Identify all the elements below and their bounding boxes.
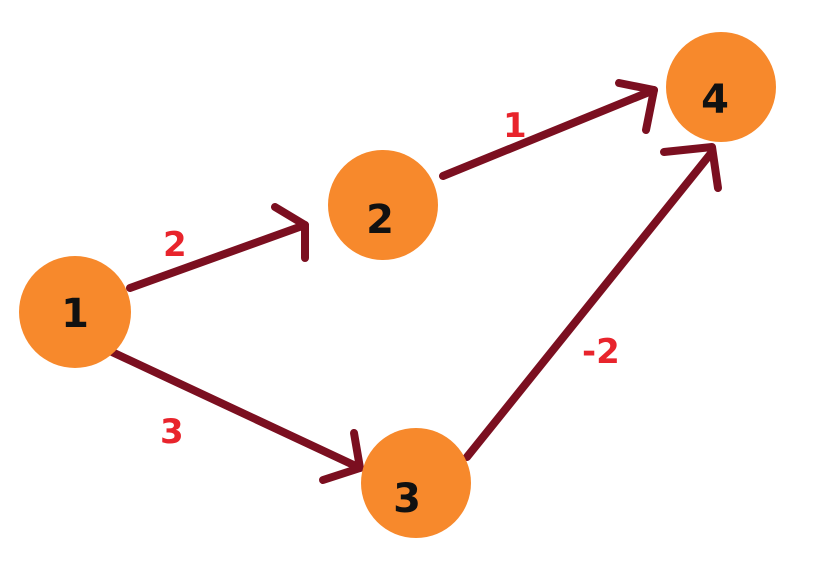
node-label: 4	[701, 77, 729, 123]
node-circle	[666, 32, 776, 142]
arrowhead	[319, 429, 364, 484]
edge-labels: 2 3 1 -2	[160, 106, 620, 452]
edge-2-4	[439, 79, 658, 180]
node-circle	[19, 256, 131, 368]
edge-line	[126, 221, 309, 292]
arrowhead	[660, 143, 722, 192]
arrowhead	[271, 203, 309, 262]
edge-line	[463, 148, 716, 461]
node-4: 4	[666, 32, 776, 142]
arrowhead	[615, 79, 658, 134]
edges	[108, 79, 722, 484]
edge-weight-1-3: 3	[160, 412, 184, 452]
edge-3-4	[463, 143, 722, 461]
node-label: 2	[366, 197, 394, 243]
node-circle	[328, 150, 438, 260]
node-circle	[361, 428, 471, 538]
node-3: 3	[361, 428, 471, 538]
node-label: 3	[393, 476, 421, 522]
node-1: 1	[19, 256, 131, 368]
edge-weight-2-4: 1	[503, 106, 527, 146]
nodes: 1 2 3 4	[19, 32, 776, 538]
node-label: 1	[61, 291, 89, 337]
edge-weight-3-4: -2	[582, 332, 620, 372]
edge-1-2	[126, 203, 309, 292]
edge-line	[439, 86, 658, 180]
node-2: 2	[328, 150, 438, 260]
edge-weight-1-2: 2	[163, 225, 187, 265]
edge-line	[108, 348, 364, 472]
edge-1-3	[108, 348, 364, 484]
